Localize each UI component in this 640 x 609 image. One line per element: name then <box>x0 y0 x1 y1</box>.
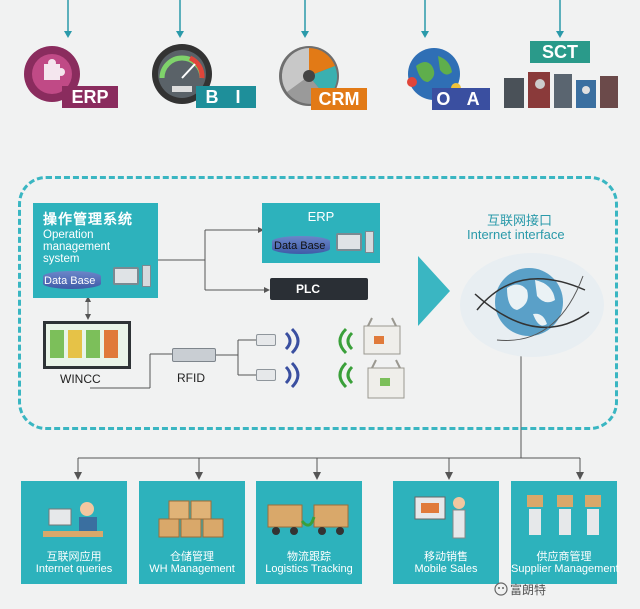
wincc-monitor <box>43 321 131 369</box>
workers-boxes-icon <box>527 495 601 535</box>
bottom-module-mobile-sales: 移动销售 Mobile Sales <box>393 481 499 584</box>
module-label-oa: O A <box>432 88 490 110</box>
plc-label: PLC <box>296 282 320 296</box>
bottom-label-zh: 供应商管理 <box>536 551 592 563</box>
pc-tower-icon <box>142 265 151 287</box>
globe-network-icon <box>460 253 604 357</box>
rfid-tag <box>256 334 276 346</box>
presenter-icon <box>414 496 466 539</box>
erp-box: ERP Data Base <box>262 203 380 263</box>
rfid-label: RFID <box>177 371 205 385</box>
module-label-erp: ERP <box>62 86 118 108</box>
hmi-screen-icon <box>50 330 118 358</box>
bottom-label-zh: 物流跟踪 <box>287 551 331 563</box>
ops-subtitle-3: system <box>43 253 80 265</box>
bottom-module-logistics-tracking: 物流跟踪 Logistics Tracking <box>256 481 362 584</box>
ops-subtitle-2: management <box>43 241 111 253</box>
wireless-signal-icon <box>338 327 354 389</box>
ops-system-box: 操作管理系统 Operation management system Data … <box>33 203 158 298</box>
bottom-label-en: Supplier Management <box>511 563 619 575</box>
ops-db-label: Data Base <box>44 275 96 287</box>
bottom-module-internet-queries: 互联网应用 Internet queries <box>21 481 127 584</box>
internet-interface-en: Internet interface <box>467 227 565 242</box>
bottom-label-zh: 仓储管理 <box>170 551 214 563</box>
bottom-module-supplier-management: 供应商管理 Supplier Management <box>511 481 619 584</box>
bottom-label-zh: 移动销售 <box>424 551 468 563</box>
boxes-icon <box>158 500 224 538</box>
module-label-crm: CRM <box>311 88 367 110</box>
erp-db-label: Data Base <box>274 240 326 252</box>
wincc-label: WINCC <box>60 372 101 386</box>
internet-interface-zh: 互联网接口 <box>487 213 553 228</box>
system-boundary <box>18 176 618 430</box>
oa-globe-icon <box>407 48 461 100</box>
bottom-label-en: WH Management <box>149 563 235 575</box>
bottom-label-en: Mobile Sales <box>414 563 478 575</box>
pc-tower-icon <box>365 231 374 253</box>
rfid-reader <box>172 348 216 362</box>
module-label-bi: B I <box>196 86 256 108</box>
database-icon <box>272 236 330 254</box>
plc-device <box>270 278 368 300</box>
computer-icon <box>113 267 139 285</box>
erp-box-title: ERP <box>307 209 335 224</box>
module-label-sct: SCT <box>530 41 590 63</box>
watermark-text: 富朗特 <box>510 583 547 597</box>
bulk-bag-icon <box>363 317 401 355</box>
database-icon <box>43 271 101 289</box>
bottom-label-en: Logistics Tracking <box>265 563 353 575</box>
bottom-label-en: Internet queries <box>35 563 113 575</box>
ops-subtitle-1: Operation <box>43 229 94 241</box>
arrow-right-icon <box>418 256 450 326</box>
sct-devices-icon <box>504 72 618 108</box>
ops-title: 操作管理系统 <box>43 211 133 227</box>
bottom-module-wh-management: 仓储管理 WH Management <box>139 481 245 584</box>
rfid-tag <box>256 369 276 381</box>
bottom-label-zh: 互联网应用 <box>46 551 102 563</box>
wireless-signal-icon <box>284 327 300 389</box>
bulk-bag-icon <box>367 359 405 399</box>
person-computer-icon <box>43 502 103 537</box>
computer-icon <box>336 233 362 251</box>
wechat-icon <box>494 582 508 596</box>
truck-icon <box>267 504 349 535</box>
